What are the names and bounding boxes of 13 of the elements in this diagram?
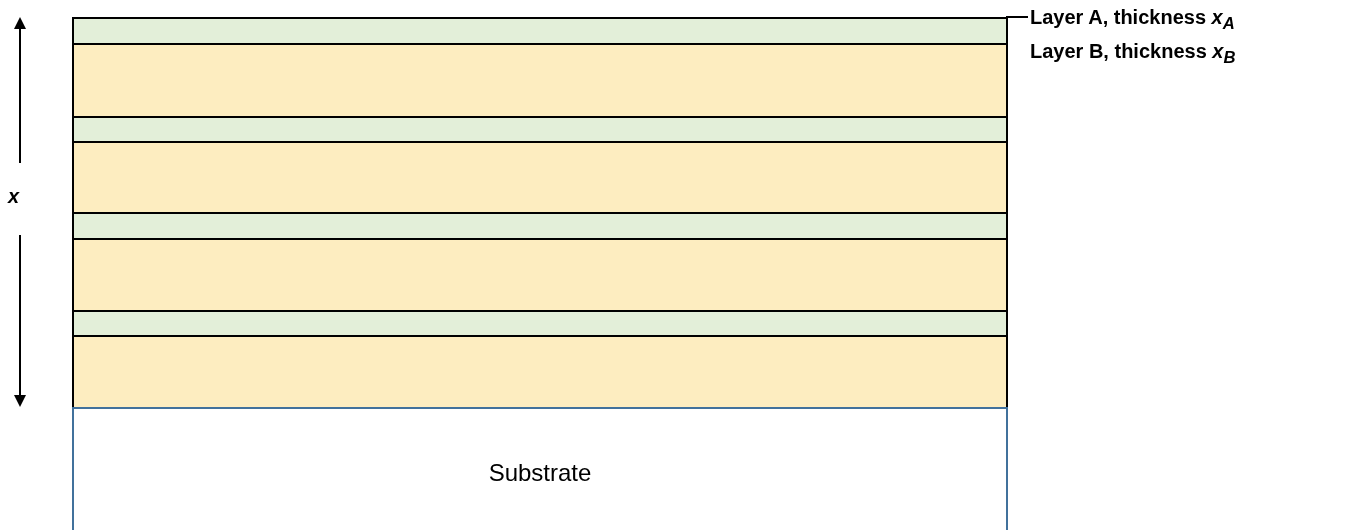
layer-a-band [72, 116, 1008, 143]
layer-a-band [72, 310, 1008, 337]
layer-b-band [72, 43, 1008, 118]
layer-a-band [72, 212, 1008, 240]
dimension-label: x [8, 185, 20, 208]
layer-a-band [72, 17, 1008, 45]
layer-label: Layer B, thickness x$_{B}$ [1030, 40, 1236, 68]
layer-b-band [72, 141, 1008, 214]
layer-label: Layer A, thickness x$_{A}$ [1030, 6, 1235, 34]
layer-b-band [72, 335, 1008, 409]
substrate-block [72, 407, 1008, 530]
substrate-label: Substrate [488, 459, 592, 487]
layer-b-band [72, 238, 1008, 312]
